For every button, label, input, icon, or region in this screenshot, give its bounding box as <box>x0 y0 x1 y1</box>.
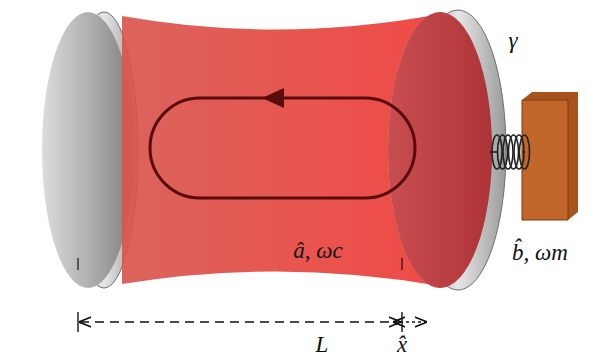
spring-end <box>490 151 497 153</box>
mode-label: b̂, ωm <box>512 241 568 264</box>
loop-arrowhead <box>262 88 284 108</box>
displacement-arrow <box>394 321 426 322</box>
spring-end <box>522 151 525 153</box>
damping-label: γ <box>508 29 517 52</box>
coil-winding <box>520 135 530 169</box>
mode-label: â, ωc <box>293 239 342 262</box>
spring-coil <box>490 135 530 169</box>
mirror-tint <box>388 12 492 288</box>
displacement-label: x̂ <box>397 333 407 356</box>
dimension-label: L <box>316 333 329 356</box>
left-mirror <box>42 12 134 288</box>
dimension-tick <box>77 312 78 332</box>
circulation-loop <box>150 98 415 198</box>
right-mirror <box>388 12 492 288</box>
dimension-line <box>80 321 400 322</box>
tick <box>401 258 402 270</box>
wall <box>522 92 578 220</box>
tick <box>77 258 78 270</box>
